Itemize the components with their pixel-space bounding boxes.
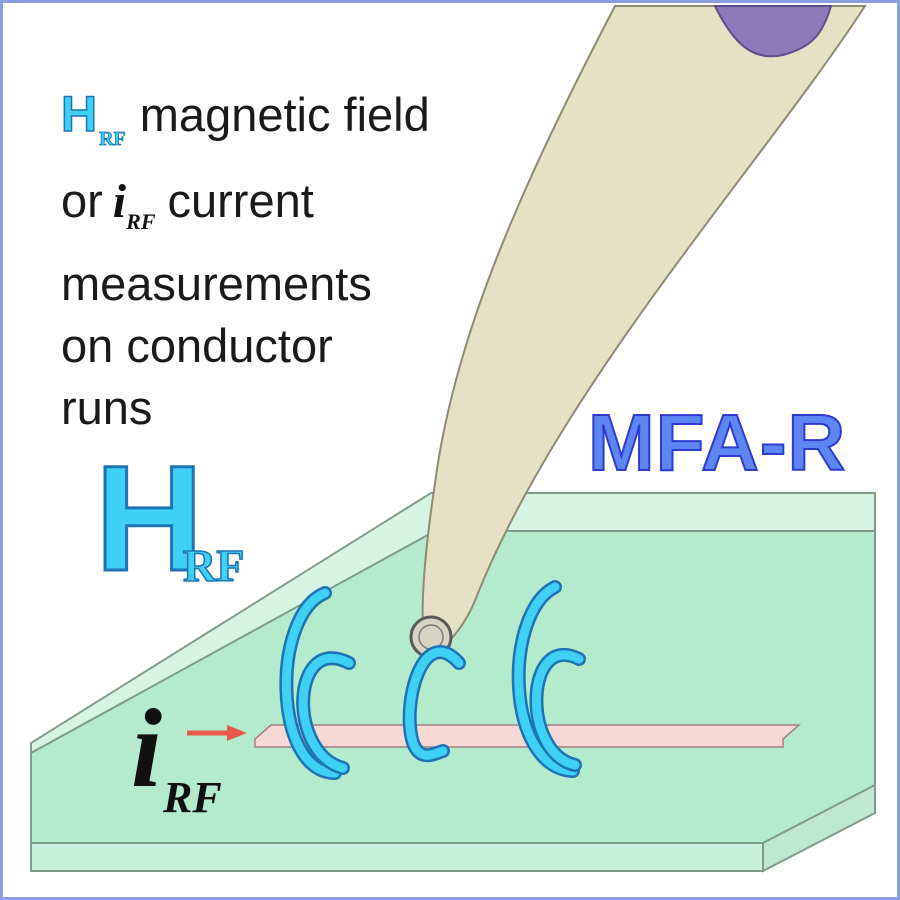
current-arrow-icon (187, 725, 247, 741)
caption-line-5: runs (61, 381, 153, 434)
field-loop-icon (511, 580, 586, 778)
caption-line-4: on conductor (61, 319, 333, 372)
caption-h-subscript: RF (99, 128, 126, 151)
brand-label: MFA-R (587, 397, 847, 488)
board-front-edge (30, 842, 764, 872)
caption-line2-text: current (167, 174, 314, 227)
field-loop-icon (402, 645, 466, 763)
field-loop-icon (279, 586, 356, 780)
field-label-symbol: H (93, 434, 204, 602)
field-label-subscript: RF (182, 540, 245, 592)
board-side-edge (762, 783, 876, 873)
caption-i-symbol: i (112, 175, 127, 228)
illustration-scene (30, 5, 876, 873)
caption-line-3: measurements (61, 257, 372, 310)
current-label-symbol: i (131, 687, 163, 811)
probe-cap (713, 5, 833, 58)
field-loops (279, 580, 586, 780)
caption-line1-text: magnetic field (139, 88, 430, 141)
caption-h-symbol: H (60, 85, 98, 143)
caption-or-word: or (61, 174, 103, 227)
circuit-board (30, 492, 876, 873)
current-label-subscript: RF (163, 773, 222, 822)
caption-i-subscript: RF (126, 209, 156, 234)
